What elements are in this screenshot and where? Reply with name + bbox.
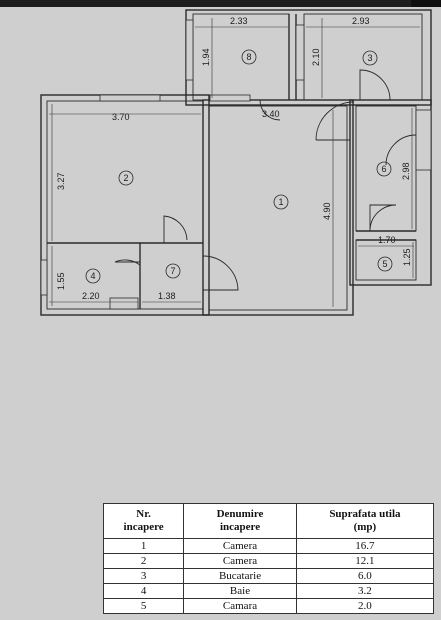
cell-room-area: 6.0 <box>295 568 435 584</box>
cell-room-area: 16.7 <box>295 538 435 554</box>
dim-1-38: 1.38 <box>158 291 176 301</box>
door-4 <box>114 259 141 266</box>
dim-1-70: 1.70 <box>378 235 396 245</box>
doors <box>114 69 417 291</box>
header-usable-area-line1: Suprafata utila <box>329 508 401 520</box>
table-row: 1 Camera 16.7 <box>102 538 435 554</box>
window-west-8 <box>185 19 194 81</box>
header-room-number-line2: incapere <box>123 521 164 533</box>
cell-room-number: 3 <box>102 568 185 584</box>
dim-3-27: 3.27 <box>56 172 66 190</box>
dimension-labels: 2.33 2.93 1.94 2.10 3.70 3.40 3.27 4.90 … <box>56 16 412 301</box>
header-room-name: Denumire incapere <box>183 503 297 539</box>
dim-1-55: 1.55 <box>56 272 66 290</box>
door-6 <box>315 101 355 141</box>
window-north-1 <box>209 94 251 102</box>
dim-3-40: 3.40 <box>262 109 280 119</box>
dim-2-20: 2.20 <box>82 291 100 301</box>
cell-room-name: Bucatarie <box>183 568 297 584</box>
window-4 <box>40 259 48 296</box>
table-row: 5 Camara 2.0 <box>102 598 435 614</box>
svg-text:4: 4 <box>90 271 95 281</box>
dimension-lines <box>49 18 420 307</box>
room-marker-5: 5 <box>377 256 393 272</box>
dim-3-70: 3.70 <box>112 112 130 122</box>
cell-room-area: 12.1 <box>295 553 435 569</box>
room-marker-8: 8 <box>241 49 257 65</box>
room-marker-2: 2 <box>118 170 134 186</box>
table-row: 2 Camera 12.1 <box>102 553 435 569</box>
room-marker-6: 6 <box>376 161 392 177</box>
header-usable-area-line2: (mp) <box>353 521 377 533</box>
dim-2-93: 2.93 <box>352 16 370 26</box>
top-bar-accent <box>411 0 441 7</box>
door-8 <box>259 99 281 121</box>
header-room-name-line1: Denumire <box>216 508 264 520</box>
dim-2-10: 2.10 <box>311 48 321 66</box>
header-usable-area: Suprafata utila (mp) <box>295 503 435 539</box>
wall-west-block <box>40 94 210 316</box>
cell-room-number: 1 <box>102 538 185 554</box>
cell-room-name: Camara <box>183 598 297 614</box>
wall-north-block <box>185 9 432 106</box>
svg-text:1: 1 <box>278 197 283 207</box>
dim-2-33: 2.33 <box>230 16 248 26</box>
svg-text:2: 2 <box>123 173 128 183</box>
top-bar <box>0 0 441 7</box>
svg-text:5: 5 <box>382 259 387 269</box>
dim-2-98: 2.98 <box>401 162 411 180</box>
room-marker-1: 1 <box>273 194 289 210</box>
cell-room-name: Camera <box>183 538 297 554</box>
cell-room-area: 2.0 <box>295 598 435 614</box>
cell-room-number: 5 <box>102 598 185 614</box>
partitions <box>47 14 416 309</box>
fixture-4 <box>109 297 139 310</box>
dim-4-90: 4.90 <box>322 202 332 220</box>
cell-room-name: Baie <box>183 583 297 599</box>
cell-room-area: 3.2 <box>295 583 435 599</box>
table-row: 3 Bucatarie 6.0 <box>102 568 435 584</box>
cell-room-number: 2 <box>102 553 185 569</box>
window-north-2 <box>99 94 161 102</box>
svg-text:6: 6 <box>381 164 386 174</box>
dim-1-94: 1.94 <box>201 48 211 66</box>
door-2 <box>163 215 188 243</box>
room-area-table: Nr. incapere Denumire incapere Suprafata… <box>102 503 435 614</box>
wall-east-block <box>349 99 432 286</box>
svg-text:8: 8 <box>246 52 251 62</box>
cell-room-number: 4 <box>102 583 185 599</box>
wall-room1 <box>202 99 354 316</box>
room-marker-3: 3 <box>362 50 378 66</box>
floor-plan: 2.33 2.93 1.94 2.10 3.70 3.40 3.27 4.90 … <box>40 9 432 316</box>
door-3 <box>359 69 391 101</box>
room-markers: 1 2 3 4 5 6 7 8 <box>85 49 393 284</box>
door-5 <box>369 204 397 232</box>
window-3 <box>295 24 305 81</box>
door-7 <box>202 255 239 291</box>
dim-1-25: 1.25 <box>402 248 412 266</box>
room-marker-4: 4 <box>85 268 101 284</box>
window-east-6 <box>415 109 432 171</box>
svg-text:3: 3 <box>367 53 372 63</box>
table-header-row: Nr. incapere Denumire incapere Suprafata… <box>102 503 435 539</box>
windows <box>40 19 432 310</box>
room-marker-7: 7 <box>165 263 181 279</box>
door-6b <box>385 134 417 166</box>
cell-room-name: Camera <box>183 553 297 569</box>
table-row: 4 Baie 3.2 <box>102 583 435 599</box>
header-room-number-line1: Nr. <box>136 508 151 520</box>
svg-text:7: 7 <box>170 266 175 276</box>
header-room-name-line2: incapere <box>219 521 261 533</box>
header-room-number: Nr. incapere <box>102 503 185 539</box>
